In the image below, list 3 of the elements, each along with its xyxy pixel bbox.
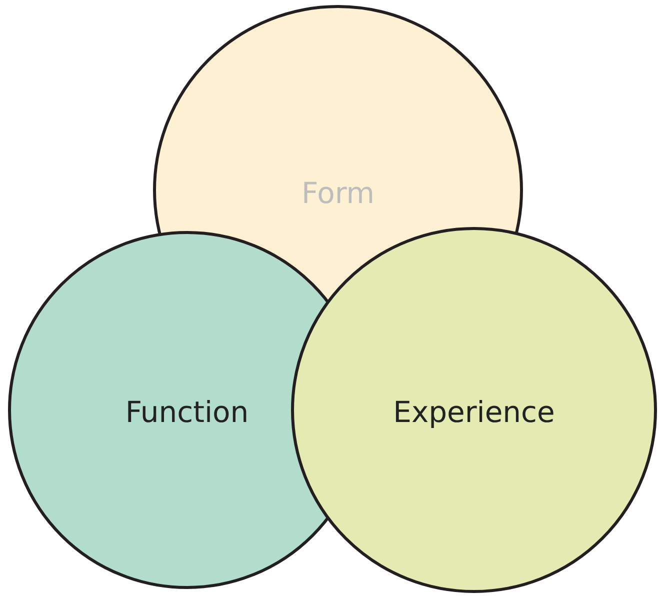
circle-label: Experience: [393, 395, 555, 429]
circle-label: Form: [301, 176, 375, 210]
circle-label: Function: [125, 395, 249, 429]
